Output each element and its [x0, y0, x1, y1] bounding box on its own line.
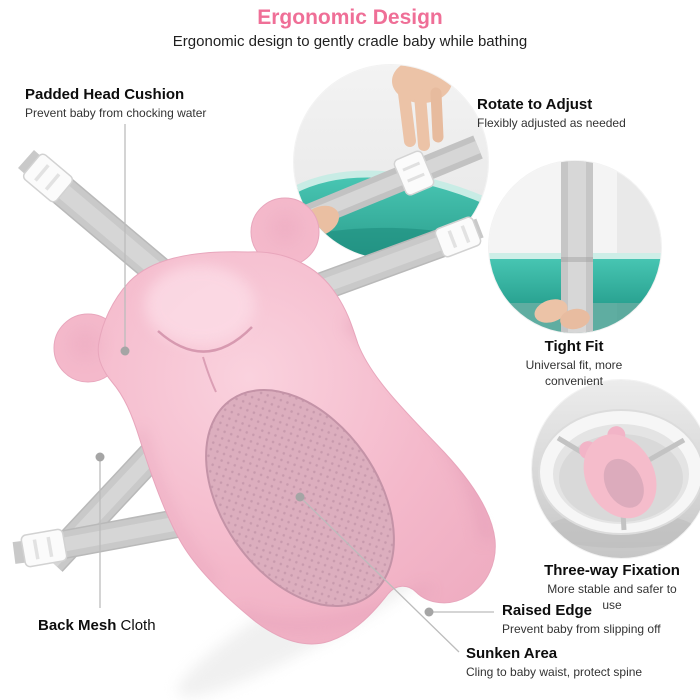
strap-bottom-left — [12, 507, 188, 564]
tub-photo-art — [532, 380, 700, 558]
strap-fold — [561, 257, 593, 262]
strap-cross — [41, 445, 163, 572]
tub-inner-shadow — [294, 227, 488, 259]
finger-icon — [560, 308, 590, 330]
callout-rotate-to-adjust: Rotate to Adjust Flexibly adjusted as ne… — [477, 96, 692, 132]
buckle-photo — [393, 150, 435, 196]
page-subtitle: Ergonomic design to gently cradle baby w… — [172, 33, 528, 50]
callout-desc: Cling to baby waist, protect spine — [466, 665, 643, 679]
callout-title-rest: Cloth — [116, 617, 156, 634]
callout-padded-head-cushion: Padded Head Cushion Prevent baby from ch… — [25, 86, 240, 122]
strap-top-left — [18, 150, 220, 327]
callout-dot-padded-head — [120, 346, 130, 356]
callout-title: Tight Fit — [544, 338, 604, 355]
callout-desc: Flexibly adjusted as needed — [477, 116, 626, 130]
mini-cushion — [579, 426, 657, 519]
cushion-shading — [69, 212, 496, 632]
inset-tub-with-cushion-photo — [532, 380, 700, 558]
callout-desc: Prevent baby from slipping off — [502, 622, 661, 636]
cushion-body — [97, 251, 496, 645]
callout-title: Raised Edge — [502, 602, 593, 619]
callout-line-sunken-area — [299, 496, 460, 653]
callout-title: Sunken Area — [466, 645, 558, 662]
callout-title: Padded Head Cushion — [25, 86, 185, 103]
cushion-ear-left — [53, 313, 123, 383]
head-seam — [157, 326, 253, 353]
callout-desc: Universal fit, more convenient — [525, 358, 623, 388]
inset-tight-fit-photo — [489, 161, 661, 333]
callout-three-way-fixation: Three-way Fixation More stable and safer… — [524, 562, 700, 613]
rotate-photo-art — [294, 65, 488, 259]
page-title: Ergonomic Design — [257, 6, 443, 29]
callout-dot-raised-edge — [424, 607, 434, 617]
bath-cushion — [53, 197, 496, 645]
callout-desc: More stable and safer to use — [547, 582, 677, 612]
cushion-shadow — [177, 515, 483, 697]
callout-desc: Prevent baby from chocking water — [25, 106, 207, 120]
callout-dot-sunken-area — [295, 492, 305, 502]
callout-dots — [95, 346, 434, 617]
tub-rim-highlight — [294, 170, 488, 206]
finger-icon — [534, 299, 568, 323]
callout-title: Rotate to Adjust — [477, 96, 593, 113]
strap-highlight — [568, 161, 586, 333]
tight-fit-photo-art — [489, 161, 661, 333]
inset-rotate-to-adjust-photo — [294, 65, 488, 259]
buckle-top-left — [22, 153, 74, 203]
callout-title: Back Mesh — [38, 617, 117, 634]
callout-title: Three-way Fixation — [544, 562, 680, 579]
buckle-bottom-left — [20, 528, 68, 568]
callout-tight-fit: Tight Fit Universal fit, more convenient — [494, 338, 654, 389]
callout-sunken-area: Sunken Area Cling to baby waist, protect… — [466, 645, 691, 681]
strap-highlight — [305, 140, 481, 224]
callout-dot-back-mesh — [95, 452, 105, 462]
mesh-panel — [205, 388, 395, 608]
callout-raised-edge: Raised Edge Prevent baby from slipping o… — [502, 602, 692, 638]
head-seam-stem — [202, 356, 217, 393]
callout-back-mesh-cloth: Back Mesh Cloth — [38, 617, 156, 634]
